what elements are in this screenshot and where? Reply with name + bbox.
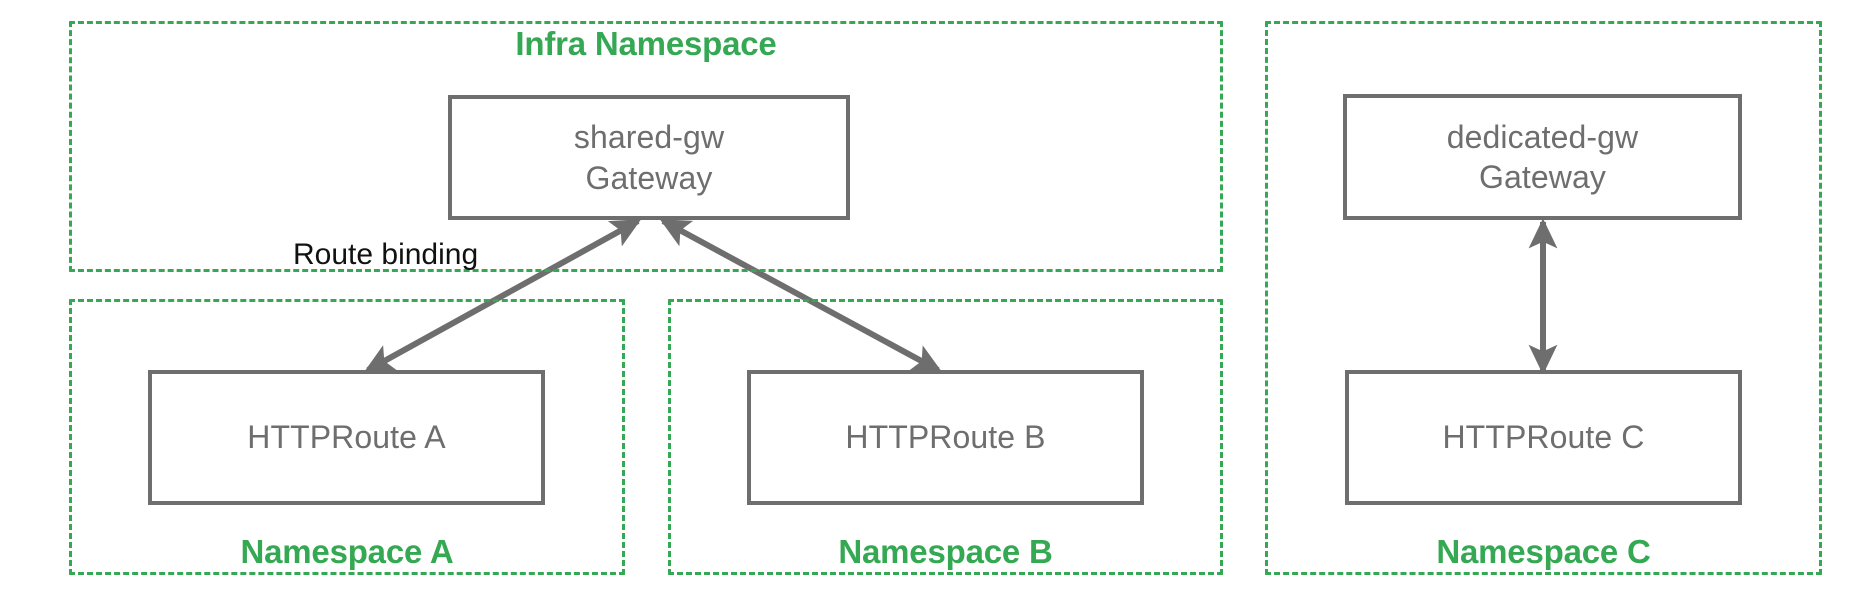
node-dedicated-gw-label: dedicated-gw Gateway [1446,118,1639,195]
namespace-label-a: Namespace A [240,533,454,570]
namespace-label-infra: Infra Namespace [515,25,777,62]
namespace-container-a [69,299,625,575]
namespace-container-c [1265,21,1822,575]
namespace-label-b: Namespace B [838,533,1053,570]
node-httproute-b-label: HTTPRoute B [845,419,1046,456]
node-httproute-c-label: HTTPRoute C [1442,419,1645,456]
namespace-container-infra [69,21,1223,272]
node-httproute-c[interactable]: HTTPRoute C [1345,370,1742,505]
node-shared-gw-label: shared-gw Gateway [573,119,725,196]
node-httproute-a[interactable]: HTTPRoute A [148,370,545,505]
namespace-container-b [668,299,1223,575]
node-shared-gw-gateway[interactable]: shared-gw Gateway [448,95,850,220]
node-httproute-b[interactable]: HTTPRoute B [747,370,1144,505]
namespace-label-c: Namespace C [1436,533,1651,570]
edge-label-route-binding: Route binding [293,238,479,271]
node-httproute-a-label: HTTPRoute A [247,419,446,456]
node-dedicated-gw-gateway[interactable]: dedicated-gw Gateway [1343,94,1742,220]
